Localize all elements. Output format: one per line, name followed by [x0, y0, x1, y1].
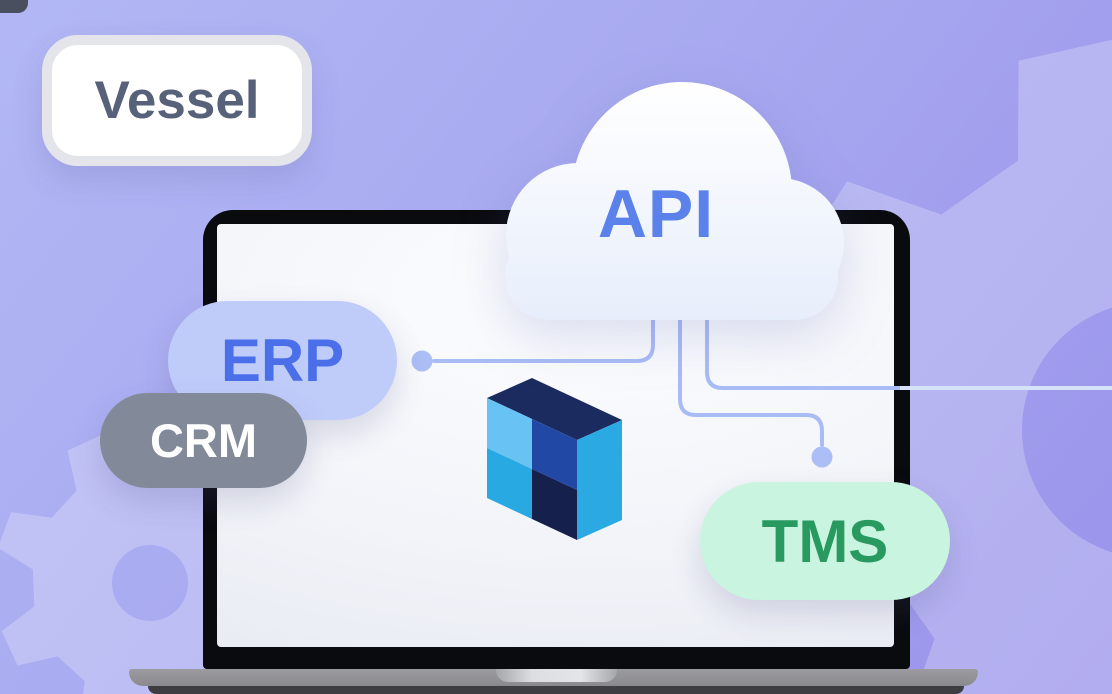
tms-badge: TMS — [700, 482, 950, 600]
laptop-base-lip — [148, 686, 964, 694]
vessel-title-badge: Vessel — [42, 35, 312, 166]
corner-shape — [0, 0, 28, 13]
laptop-trackpad-notch — [496, 669, 617, 682]
api-label: API — [597, 176, 715, 252]
crm-badge: CRM — [100, 393, 307, 488]
